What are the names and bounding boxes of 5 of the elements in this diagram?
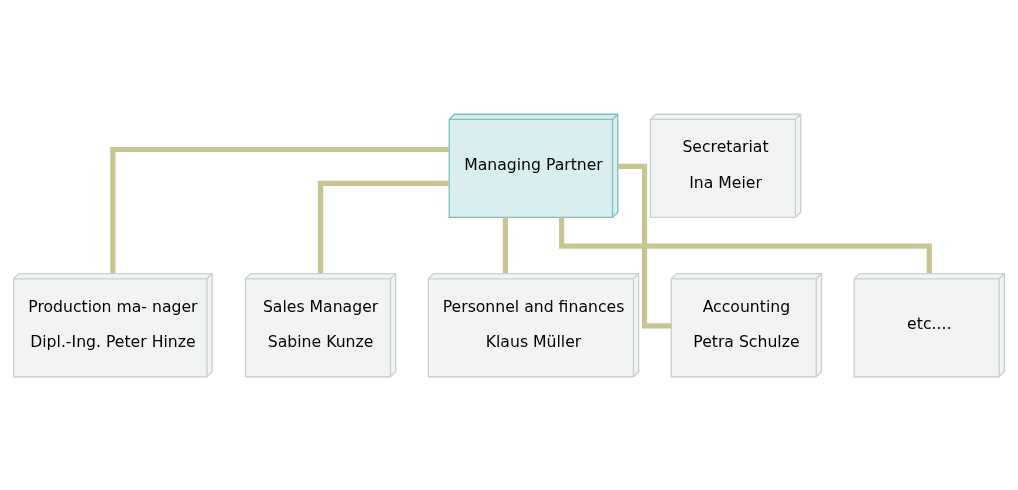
connector <box>618 163 672 328</box>
connector <box>110 146 449 273</box>
connector <box>317 180 449 273</box>
connector <box>502 217 509 273</box>
connector <box>558 217 932 273</box>
